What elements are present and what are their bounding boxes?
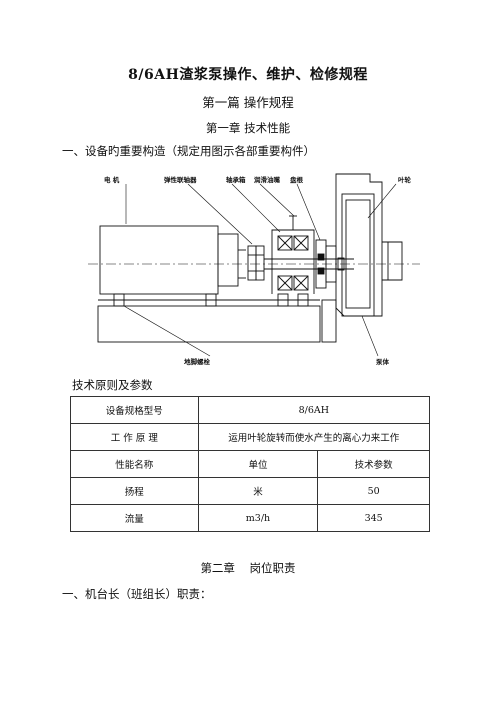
motor-drawing [99,225,246,307]
pump-structure-diagram: 电 机 弹性联轴器 轴承箱 润滑油嘴 盘根 叶轮 地脚螺栓 泵体 [88,173,420,366]
table-header-row: 性能名称 单位 技术参数 [70,450,430,478]
label-pump-body: 泵体 [375,357,390,366]
coupling-drawing [247,245,265,281]
table-row: 设备规格型号 8/6AH [70,396,431,424]
label-impeller: 叶轮 [398,175,412,184]
header-param-cell: 技术参数 [317,450,430,478]
row-name-cell: 扬程 [70,477,199,505]
model-label-cell: 设备规格型号 [70,396,199,424]
table-row: 流量 m3/h 345 [70,504,430,532]
row-param-cell: 345 [317,504,430,532]
header-name-cell: 性能名称 [70,450,199,478]
pump-body-drawing [335,173,403,317]
label-anchor-bolt: 地脚螺栓 [184,357,211,366]
label-bearing-box: 轴承箱 [226,175,246,184]
base-plate [97,305,321,343]
label-motor: 电 机 [104,175,120,184]
row-unit-cell: m3/h [197,504,319,532]
principle-value-cell: 运用叶轮旋转而使水产生的离心力来工作 [197,423,431,451]
packing-drawing [315,239,337,289]
principle-label-cell: 工 作 原 理 [70,423,199,451]
table-row: 工 作 原 理 运用叶轮旋转而使水产生的离心力来工作 [70,423,431,451]
model-value-cell: 8/6AH [197,396,431,424]
chapter-2-title: 第二章 岗位职责 [200,561,296,575]
chapter-1-title: 第一章 技术性能 [205,121,291,135]
bearing-box-drawing [271,215,315,307]
spec-table: 设备规格型号 8/6AH 工 作 原 理 运用叶轮旋转而使水产生的离心力来工作 … [70,396,431,532]
label-coupling: 弹性联轴器 [164,175,197,184]
table-caption: 技术原则及参数 [72,378,153,392]
row-name-cell: 流量 [70,504,199,532]
part-title: 第一篇 操作规程 [202,95,294,110]
document-title: 8/6AH渣浆泵操作、维护、检修规程 [128,67,368,83]
row-param-cell: 50 [317,477,430,505]
row-unit-cell: 米 [197,477,319,505]
section-2-heading: 一、机台长（班组长）职责： [62,587,212,601]
header-unit-cell: 单位 [197,450,319,478]
label-packing: 盘根 [290,175,304,184]
label-grease-cup: 润滑油嘴 [254,175,281,184]
section-1-heading: 一、设备旳重要构造（规定用图示各部重要构件） [62,144,315,158]
table-row: 扬程 米 50 [70,477,430,505]
